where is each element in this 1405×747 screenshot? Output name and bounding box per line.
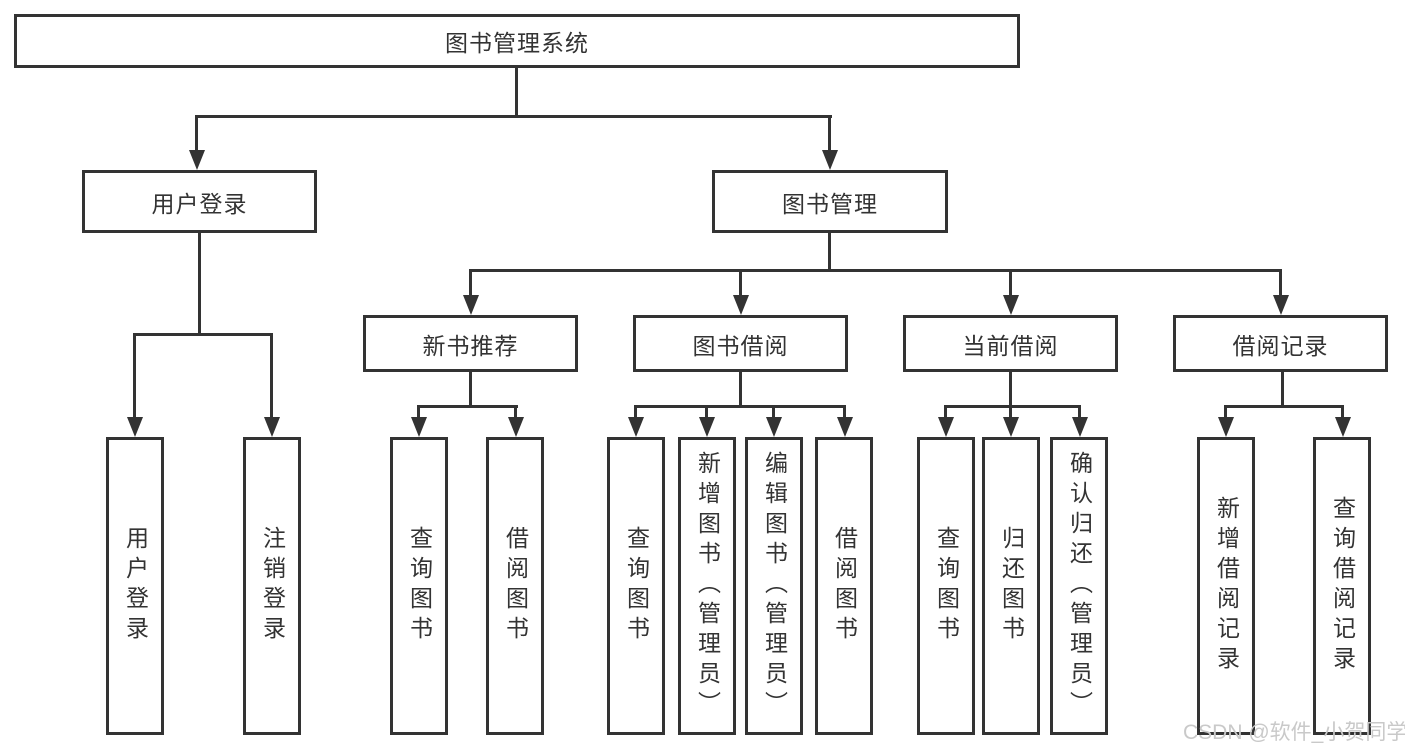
leaf-label: 归还图书 (998, 526, 1025, 646)
node-new-book-rec-label: 新书推荐 (422, 332, 519, 359)
arrow-down-icon (699, 417, 715, 437)
arrow-down-icon (938, 417, 954, 437)
arrow-down-icon (463, 295, 479, 315)
node-current-borrow-label: 当前借阅 (962, 332, 1059, 359)
node-leaf-user-login: 用户登录 (106, 437, 164, 735)
node-leaf-query-book-borrow: 查询图书 (607, 437, 665, 735)
connector-line (1078, 405, 1081, 423)
connector-line (195, 115, 198, 157)
leaf-label: 确认归还（管理员） (1066, 451, 1093, 721)
node-user-login-label: 用户登录 (151, 190, 248, 217)
node-leaf-add-book-admin: 新增图书（管理员） (678, 437, 736, 735)
node-book-mgmt-label: 图书管理 (782, 190, 878, 217)
leaf-label: 查询图书 (406, 526, 433, 646)
csdn-watermark: CSDN @软件_小贺同学 (1183, 721, 1405, 744)
connector-line (515, 68, 518, 117)
connector-line (1009, 269, 1012, 301)
node-leaf-query-book-current: 查询图书 (917, 437, 975, 735)
node-leaf-return-book: 归还图书 (982, 437, 1040, 735)
node-book-borrow-label: 图书借阅 (692, 332, 789, 359)
connector-line (417, 405, 518, 408)
arrow-down-icon (733, 295, 749, 315)
arrow-down-icon (628, 417, 644, 437)
arrow-down-icon (766, 417, 782, 437)
leaf-label: 用户登录 (122, 526, 149, 646)
connector-line (739, 269, 742, 301)
leaf-label: 新增借阅记录 (1213, 496, 1240, 676)
connector-line (133, 333, 273, 336)
connector-line (634, 405, 637, 423)
arrow-down-icon (837, 417, 853, 437)
connector-line (1224, 405, 1227, 423)
leaf-label: 编辑图书（管理员） (761, 451, 788, 721)
arrow-down-icon (1335, 417, 1351, 437)
node-borrow-record: 借阅记录 (1173, 315, 1388, 372)
leaf-label: 查询借阅记录 (1329, 496, 1356, 676)
connector-line (417, 405, 420, 423)
connector-line (634, 405, 846, 408)
connector-line (469, 269, 472, 301)
node-new-book-rec: 新书推荐 (363, 315, 578, 372)
connector-line (198, 233, 201, 336)
arrow-down-icon (411, 417, 427, 437)
node-leaf-query-book-newrec: 查询图书 (390, 437, 448, 735)
arrow-down-icon (1273, 295, 1289, 315)
arrow-down-icon (127, 417, 143, 437)
leaf-label: 借阅图书 (831, 526, 858, 646)
connector-line (133, 333, 136, 421)
connector-line (944, 405, 1081, 408)
connector-line (1224, 405, 1344, 408)
node-leaf-logout: 注销登录 (243, 437, 301, 735)
node-leaf-borrow-book-borrow: 借阅图书 (815, 437, 873, 735)
connector-line (944, 405, 947, 423)
connector-line (195, 115, 832, 118)
leaf-label: 注销登录 (259, 526, 286, 646)
node-leaf-query-borrow-record: 查询借阅记录 (1313, 437, 1371, 735)
arrow-down-icon (189, 150, 205, 170)
connector-line (514, 405, 517, 423)
leaf-label: 查询图书 (933, 526, 960, 646)
connector-line (469, 269, 1282, 272)
connector-line (705, 405, 708, 423)
arrow-down-icon (1003, 417, 1019, 437)
node-leaf-edit-book-admin: 编辑图书（管理员） (745, 437, 803, 735)
arrow-down-icon (822, 150, 838, 170)
connector-line (270, 333, 273, 421)
node-leaf-confirm-return-admin: 确认归还（管理员） (1050, 437, 1108, 735)
connector-line (1009, 405, 1012, 423)
connector-line (739, 372, 742, 408)
connector-line (843, 405, 846, 423)
node-borrow-record-label: 借阅记录 (1232, 332, 1329, 359)
leaf-label: 新增图书（管理员） (694, 451, 721, 721)
node-root-label: 图书管理系统 (445, 30, 589, 56)
node-user-login: 用户登录 (82, 170, 317, 233)
arrow-down-icon (508, 417, 524, 437)
connector-line (772, 405, 775, 423)
node-book-borrow: 图书借阅 (633, 315, 848, 372)
connector-line (469, 372, 472, 408)
arrow-down-icon (1072, 417, 1088, 437)
node-root: 图书管理系统 (14, 14, 1020, 68)
node-book-mgmt: 图书管理 (712, 170, 948, 233)
node-leaf-borrow-book-newrec: 借阅图书 (486, 437, 544, 735)
connector-line (1341, 405, 1344, 423)
connector-line (1281, 372, 1284, 408)
arrow-down-icon (264, 417, 280, 437)
arrow-down-icon (1003, 295, 1019, 315)
node-current-borrow: 当前借阅 (903, 315, 1118, 372)
connector-line (828, 115, 831, 157)
leaf-label: 查询图书 (623, 526, 650, 646)
leaf-label: 借阅图书 (502, 526, 529, 646)
connector-line (828, 233, 831, 272)
connector-line (1009, 372, 1012, 408)
node-leaf-add-borrow-record: 新增借阅记录 (1197, 437, 1255, 735)
connector-line (1279, 269, 1282, 301)
arrow-down-icon (1218, 417, 1234, 437)
